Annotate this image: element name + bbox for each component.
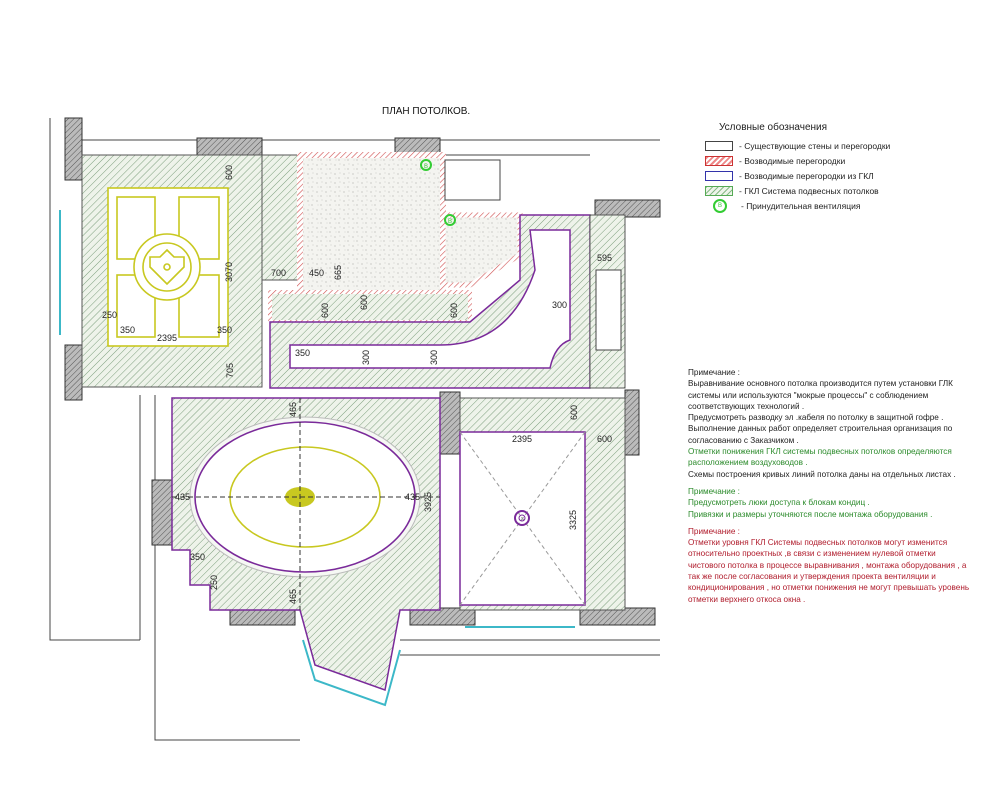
dim-label: 350	[120, 325, 135, 335]
dim-label: 3925	[423, 492, 433, 512]
dim-label: 595	[597, 253, 612, 263]
dim-label: 350	[190, 552, 205, 562]
legend-label: - Принудительная вентиляция	[741, 201, 861, 211]
notes: Примечание : Выравнивание основного пото…	[688, 367, 973, 605]
dim-label: 2395	[512, 434, 532, 444]
room-bathroom: В В	[297, 152, 523, 296]
dimensions: 600 3070 2395 350 350 250 705 700 450 66…	[102, 165, 612, 604]
legend-label: - ГКЛ Система подвесных потолков	[739, 186, 879, 196]
note-heading: Примечание :	[688, 526, 740, 536]
legend-label: - Существующие стены и перегородки	[739, 141, 891, 151]
dim-label: 700	[271, 268, 286, 278]
dim-label: 600	[597, 434, 612, 444]
ventilation-icon: В	[713, 199, 727, 213]
note-heading: Примечание :	[688, 486, 740, 496]
dim-label: 600	[224, 165, 234, 180]
new-partition-swatch-icon	[705, 156, 733, 166]
dim-label: 435	[405, 492, 420, 502]
dim-label: 435	[175, 492, 190, 502]
dim-label: 350	[217, 325, 232, 335]
legend-label: - Возводимые перегородки из ГКЛ	[739, 171, 874, 181]
room-kitchen-ceiling	[268, 214, 626, 389]
note-heading: Примечание :	[688, 368, 740, 377]
note-line: Предусмотреть разводку эл .кабеля по пот…	[688, 413, 944, 423]
legend-label: - Возводимые перегородки	[739, 156, 846, 166]
room-right-ceiling	[459, 397, 626, 628]
dim-label: 3070	[224, 262, 234, 282]
dim-label: 600	[449, 303, 459, 318]
note-line: Выравнивание основного потолка производи…	[688, 379, 953, 411]
dim-label: 250	[102, 310, 117, 320]
note-text: Отметки уровня ГКЛ Системы подвесных пот…	[688, 538, 970, 604]
dim-label: 450	[309, 268, 324, 278]
legend-item-suspended-ceiling: - ГКЛ Система подвесных потолков	[705, 184, 890, 198]
dim-label: 2395	[157, 333, 177, 343]
note-line: Отметки понижения ГКЛ системы подвесных …	[688, 447, 952, 468]
bay-window	[302, 639, 401, 707]
wall-blocks	[64, 117, 661, 626]
ventilation-icon	[420, 159, 432, 171]
note-line: Предусмотреть люки доступа к блокам конд…	[688, 498, 870, 508]
room-left-ceiling	[59, 154, 301, 388]
legend-item-existing-walls: - Существующие стены и перегородки	[705, 139, 890, 153]
dim-label: 465	[288, 589, 298, 604]
ornamental-panel	[107, 187, 229, 347]
dim-label: 465	[288, 402, 298, 417]
legend-item-new-partitions: - Возводимые перегородки	[705, 154, 890, 168]
dim-label: 3325	[568, 510, 578, 530]
dim-label: 300	[429, 350, 439, 365]
legend-heading: Условные обозначения	[719, 122, 828, 133]
dim-label: 600	[359, 295, 369, 310]
dim-label: 300	[552, 300, 567, 310]
legend-item-ventilation: В - Принудительная вентиляция	[705, 199, 890, 213]
vent-label: В	[448, 219, 452, 225]
gkl-partition-swatch-icon	[705, 171, 733, 181]
dim-label: 600	[320, 303, 330, 318]
note-line: Схемы построения кривых линий потолка да…	[688, 469, 956, 479]
room-living-ceiling	[171, 397, 441, 707]
dim-label: 300	[361, 350, 371, 365]
suspended-ceiling-swatch-icon	[705, 186, 733, 196]
ventilation-icon	[444, 214, 456, 226]
dim-label: 600	[569, 405, 579, 420]
vent-label: В	[424, 164, 428, 170]
legend: Условные обозначения - Существующие стен…	[705, 122, 890, 214]
light-fixture-icon	[514, 510, 530, 526]
legend-item-gkl-partitions: - Возводимые перегородки из ГКЛ	[705, 169, 890, 183]
note-line: Выполнение данных работ определяет строи…	[688, 424, 953, 445]
existing-wall-swatch-icon	[705, 141, 733, 151]
note-line: Привязки и размеры уточняются после монт…	[688, 509, 933, 519]
dim-label: 350	[295, 348, 310, 358]
drawing-title: ПЛАН ПОТОЛКОВ.	[382, 106, 471, 117]
dim-label: 250	[209, 575, 219, 590]
dim-label: 705	[225, 363, 235, 378]
dim-label: 665	[333, 265, 343, 280]
